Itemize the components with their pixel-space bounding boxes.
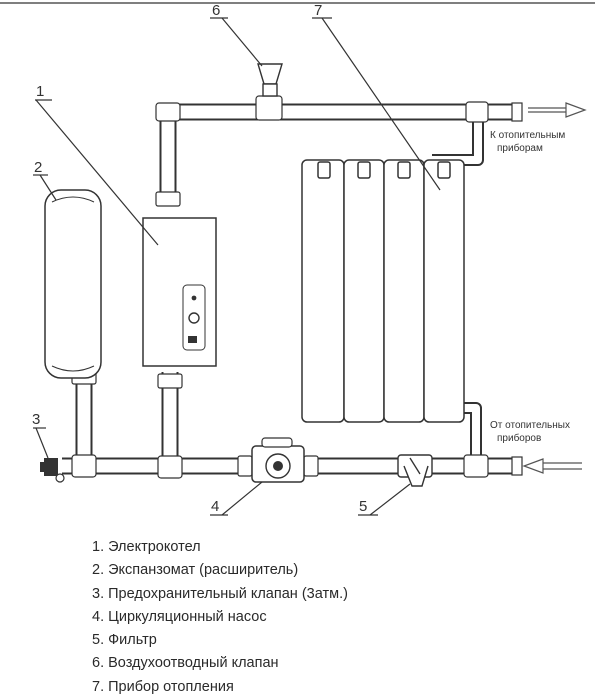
- flow-in-arrow-icon: [522, 458, 582, 474]
- legend-item-pump: 4. Циркуляционный насос: [92, 608, 267, 625]
- callout-2: 2: [34, 159, 42, 176]
- note-to-radiators-line2: приборам: [497, 142, 543, 154]
- callout-5: 5: [359, 498, 367, 515]
- legend-item-air-vent: 6. Воздухоотводный клапан: [92, 655, 279, 672]
- legend-item-radiator: 7. Прибор отопления: [92, 678, 234, 695]
- callout-1: 1: [36, 83, 44, 100]
- switch-icon: [188, 336, 197, 343]
- indicator-light-icon: [191, 295, 197, 301]
- leader-lines: [33, 17, 441, 516]
- note-from-radiators-line1: От отопительных: [490, 420, 570, 431]
- circulation-pump: [251, 437, 305, 483]
- callout-4: 4: [211, 498, 219, 515]
- legend-item-filter: 5. Фильтр: [92, 632, 157, 649]
- air-vent-valve: [257, 63, 283, 97]
- filter: [397, 454, 433, 487]
- component-legend: 1. Электрокотел 2. Экспанзомат (расширит…: [92, 536, 348, 699]
- callout-6: 6: [212, 2, 220, 19]
- legend-item-expansion-tank: 2. Экспанзомат (расширитель): [92, 562, 299, 579]
- callout-3: 3: [32, 411, 40, 428]
- control-knob-icon: [188, 312, 200, 324]
- heating-schematic: 1 2 3 4 5 6 7 К отопительным приборам От…: [0, 2, 595, 516]
- expansion-tank: [44, 189, 102, 379]
- pipe-fittings: [71, 95, 489, 479]
- note-from-radiators-line2: приборов: [497, 432, 541, 444]
- callout-7: 7: [314, 2, 322, 19]
- legend-item-boiler: 1. Электрокотел: [92, 539, 201, 555]
- legend-item-safety-valve: 3. Предохранительный клапан (3атм.): [92, 585, 348, 602]
- pipe-ends: [511, 102, 523, 476]
- flow-out-arrow-icon: [528, 102, 587, 118]
- safety-valve: [40, 458, 65, 483]
- note-to-radiators-line1: К отопительным: [490, 130, 565, 141]
- radiator: [301, 159, 465, 423]
- schematic-drawing: 1 2 3 4 5 6 7 К отопительным приборам От…: [0, 2, 595, 516]
- electric-boiler: [142, 217, 217, 367]
